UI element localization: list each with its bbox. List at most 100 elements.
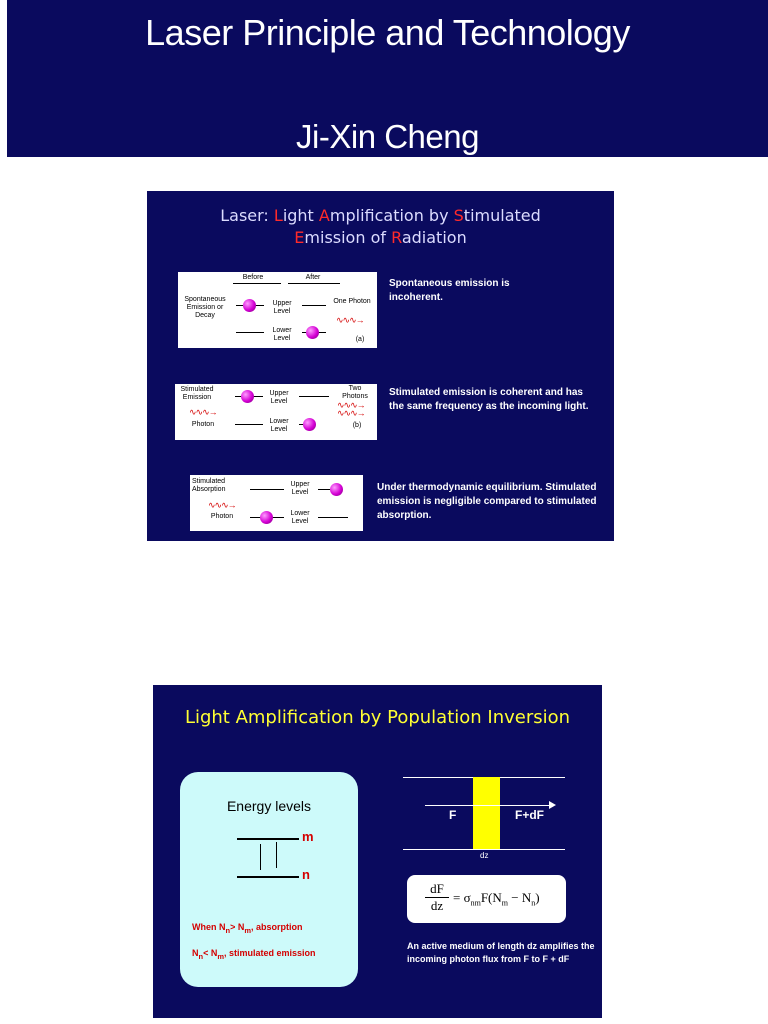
cond-text: < N [203,948,218,958]
gain-medium-diagram: F F+dF dz [403,777,573,862]
spontaneous-emission-diagram: Before After Spontaneous Emission or Dec… [178,272,377,348]
lower-level-label: Lower Level [269,418,289,433]
eq-sub: n [531,898,536,908]
title-letter-e: E [294,228,305,247]
bracket-line [288,283,340,284]
slide-population-inversion: Light Amplification by Population Invers… [153,685,602,1018]
photon-in-label: Photon [210,513,234,520]
stimulated-emission-condition: Nn< Nm, stimulated emission [192,948,316,961]
after-label: After [305,274,321,281]
cond-sub: m [244,925,252,935]
panel-tag: (a) [355,336,365,343]
lower-level-line [235,424,263,425]
eq-text: ) [535,890,540,905]
title-part: mission of [304,228,392,247]
lower-level-label: Lower Level [290,510,310,525]
title-part: mplification by [329,206,454,225]
upper-level-line [302,305,326,306]
author-name: Ji-Xin Cheng [296,118,479,155]
level-m-line [237,838,299,840]
gain-slab [473,777,500,849]
boundary-line [403,849,565,850]
slide2-title: Light Amplification by Population Invers… [184,707,571,728]
eq-sub: m [501,898,509,908]
flux-arrow [425,805,551,806]
level-n-line [237,876,299,878]
title-letter-a: A [318,206,330,225]
atom-icon [306,326,319,339]
title-laser: Laser: [220,206,274,225]
cond-text: , absorption [251,922,303,932]
stimulated-absorption-text: Under thermodynamic equilibrium. Stimula… [377,482,597,521]
process-label: Stimulated Absorption [192,478,226,493]
title-banner: Laser Principle and Technology Ji-Xin Ch… [7,0,768,157]
atom-icon [303,418,316,431]
title-part: timulated [463,206,541,225]
atom-icon [330,483,343,496]
bracket-line [233,283,281,284]
atom-icon [241,390,254,403]
atom-icon [260,511,273,524]
dz-label: dz [480,851,489,860]
eq-sub: nm [470,898,481,908]
title-part: adiation [401,228,467,247]
eq-denominator: dz [430,898,444,913]
eq-text: F(N [480,890,502,905]
cond-sub: n [225,925,231,935]
upper-level-label: Upper Level [290,481,310,496]
cond-sub: m [217,951,225,961]
title-letter-s: S [453,206,464,225]
cond-text: When N [192,922,226,932]
upper-level-label: Upper Level [272,300,292,315]
lower-level-line [236,332,264,333]
cond-sub: n [198,951,204,961]
absorption-condition: When Nn> Nm, absorption [192,922,303,935]
upper-level-line [318,489,330,490]
level-n-label: n [302,867,310,882]
title-part: ight [282,206,319,225]
eq-text: − N [508,890,532,905]
photon-label: One Photon [333,298,371,305]
eq-numerator: dF [425,881,449,898]
document-title: Laser Principle and Technology [145,12,630,53]
panel-tag: (b) [352,422,362,429]
arrow-head-icon [549,801,556,809]
energy-levels-box: Energy levels m n When Nn> Nm, absorptio… [180,772,358,987]
stimulated-emission-diagram: Stimulated Emission ∿∿∿→ Photon Upper Le… [175,384,377,440]
upper-level-label: Upper Level [269,390,289,405]
photon-wave-icon: ∿∿∿→ [189,407,218,417]
stimulated-emission-text: Stimulated emission is coherent and has … [389,387,589,412]
slide1-title: Laser: Light Amplification by Stimulated… [147,205,614,249]
gain-equation: dF dz = σnmF(Nm − Nn) [407,875,566,923]
process-label: Stimulated Emission [180,386,214,401]
amplification-description: An active medium of length dz amplifies … [407,941,595,964]
photon-wave-icon: ∿∿∿→ [337,400,366,410]
upper-level-line [299,396,329,397]
spontaneous-emission-text: Spontaneous emission is incoherent. [389,278,510,303]
photon-in-label: Photon [191,421,215,428]
photons-out-label: Two Photons [342,385,368,400]
level-m-label: m [302,829,314,844]
title-letter-l: L [273,206,283,225]
upper-level-line [250,489,284,490]
photon-wave-icon: ∿∿∿→ [336,315,365,325]
lower-level-line [318,517,348,518]
before-label: Before [242,274,264,281]
cond-text: , stimulated emission [224,948,316,958]
photon-wave-icon: ∿∿∿→ [208,500,237,510]
up-arrow-icon [260,844,261,870]
photon-wave-icon: ∿∿∿→ [337,408,366,418]
down-arrow-icon [276,842,277,868]
process-label: Spontaneous Emission or Decay [184,296,226,319]
lower-level-label: Lower Level [272,327,292,342]
title-letter-r: R [391,228,402,247]
eq-fraction: dF dz [425,881,449,914]
flux-out-label: F+dF [515,808,544,822]
flux-in-label: F [449,808,457,822]
stimulated-absorption-diagram: Stimulated Absorption ∿∿∿→ Photon Upper … [190,475,363,531]
eq-text: = σ [453,890,471,905]
atom-icon [243,299,256,312]
energy-levels-title: Energy levels [226,798,312,814]
slide-laser-definition: Laser: Light Amplification by Stimulated… [147,191,614,541]
eq-rhs: = σnmF(Nm − Nn) [453,890,540,908]
